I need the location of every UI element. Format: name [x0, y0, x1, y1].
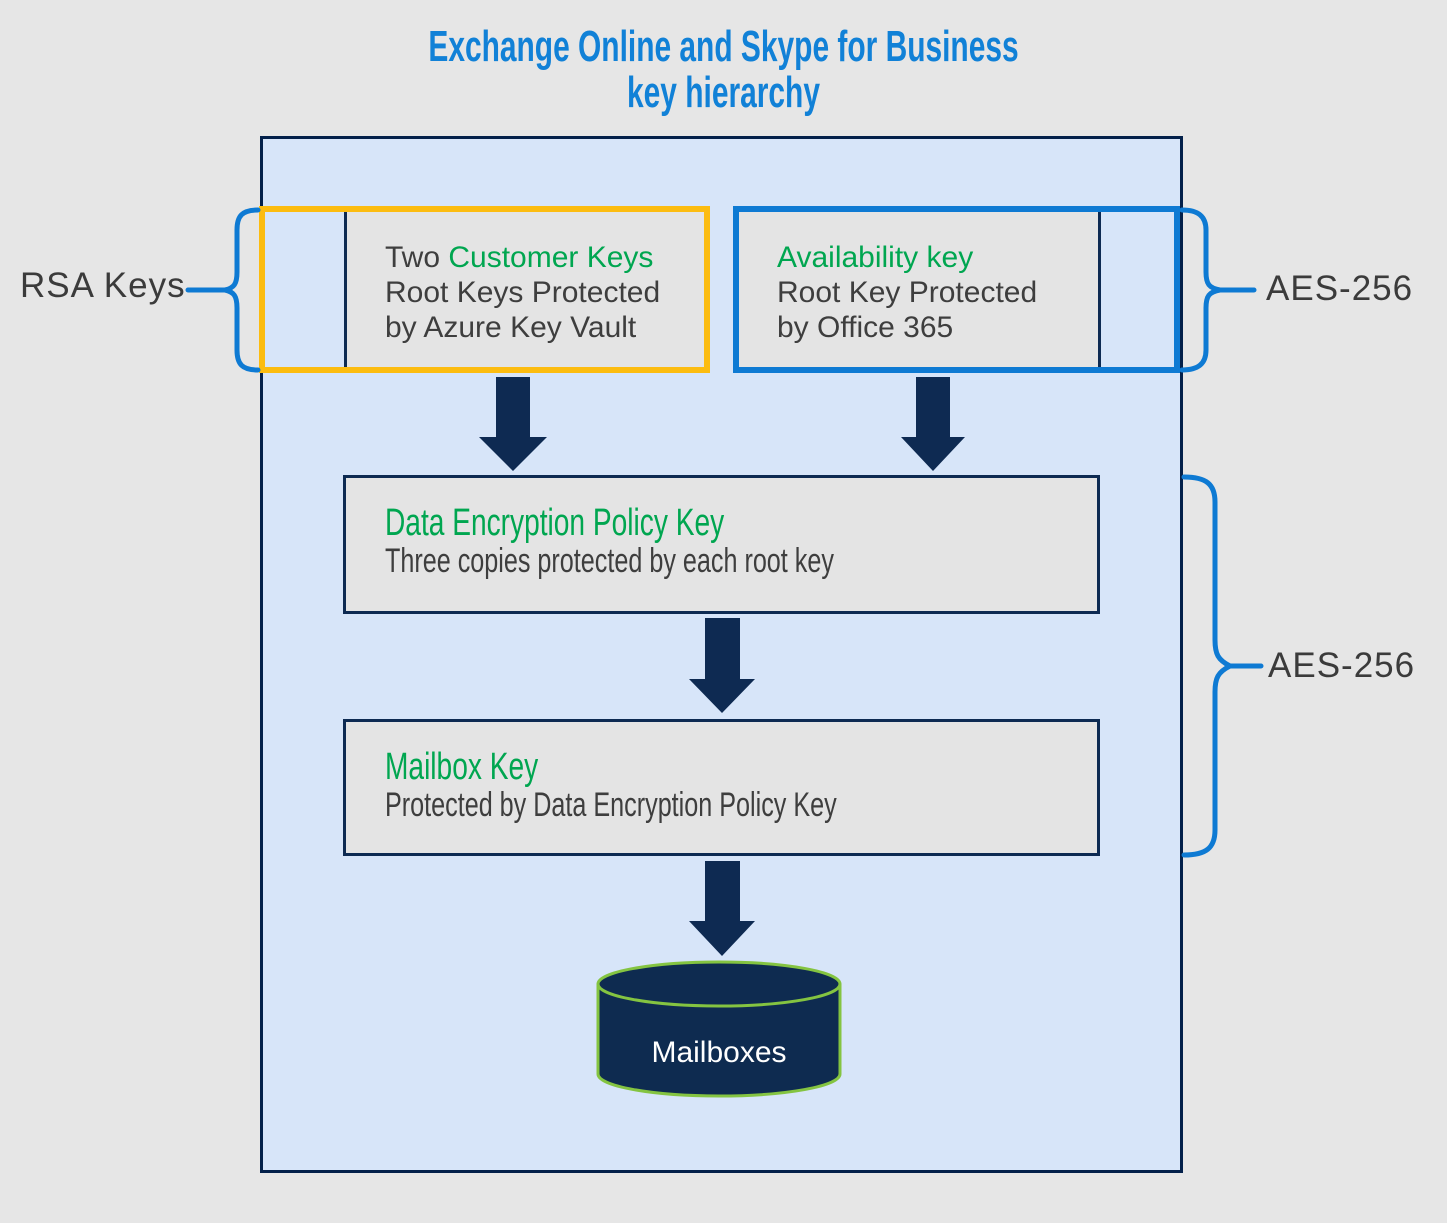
mailbox-key-title: Mailbox Key: [385, 746, 539, 788]
availability-key-blue-frame: [733, 206, 1180, 373]
brace-aes-256-bottom: [1181, 474, 1236, 858]
rsa-keys-yellow-frame: [259, 206, 710, 373]
dep-key-title: Data Encryption Policy Key: [385, 502, 725, 544]
customer-keys-line-3: by Azure Key Vault: [385, 311, 637, 344]
aes-256-top-label: AES-256: [1266, 269, 1414, 308]
dep-key-text: Data Encryption Policy Key Three copies …: [385, 503, 834, 580]
title-line-1: Exchange Online and Skype for Business: [428, 22, 1019, 71]
title-line-2: key hierarchy: [627, 68, 820, 117]
rsa-keys-label: RSA Keys: [20, 266, 186, 305]
customer-keys-text: Two Customer Keys Root Keys Protected by…: [385, 240, 660, 345]
availability-key-line-2: Root Key Protected: [777, 276, 1038, 309]
availability-key-line-3: by Office 365: [777, 311, 954, 344]
customer-keys-line-2: Root Keys Protected: [385, 276, 661, 309]
data-encryption-policy-key-box: [343, 475, 1100, 614]
brace-aes-256-top: [1179, 207, 1221, 373]
availability-key-line-1: Availability key: [777, 241, 974, 274]
diagram-title: Exchange Online and Skype for Business k…: [232, 24, 1216, 116]
availability-key-text: Availability key Root Key Protected by O…: [777, 240, 1037, 345]
mailbox-key-subtitle: Protected by Data Encryption Policy Key: [385, 786, 837, 824]
customer-keys-prefix: Two: [385, 241, 449, 274]
mailboxes-label: Mailboxes: [651, 1036, 787, 1069]
customer-keys-box: [344, 212, 707, 368]
mailbox-key-text: Mailbox Key Protected by Data Encryption…: [385, 747, 837, 824]
customer-keys-line-1: Two Customer Keys: [385, 240, 660, 275]
aes-256-bottom-label: AES-256: [1268, 646, 1416, 685]
availability-key-box: [739, 212, 1101, 368]
customer-keys-highlight: Customer Keys: [448, 241, 654, 274]
brace-rsa-keys: [224, 207, 261, 373]
mailbox-key-box: [343, 719, 1100, 856]
dep-key-subtitle: Three copies protected by each root key: [385, 542, 834, 580]
